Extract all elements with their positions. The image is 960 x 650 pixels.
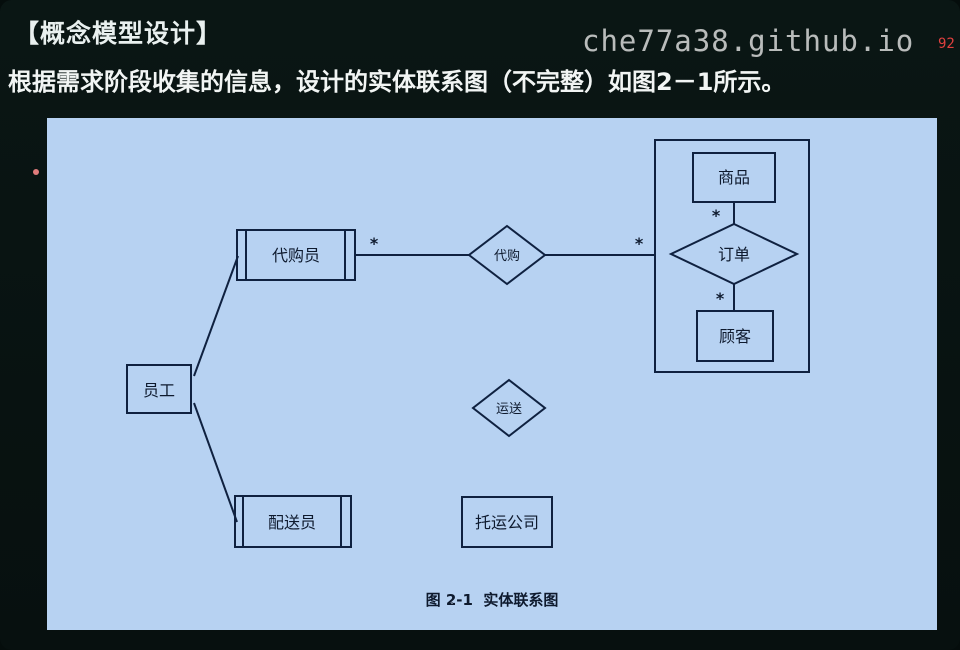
relationship-order: 订单 xyxy=(668,222,800,286)
line-employee-agent xyxy=(193,255,239,377)
entity-product-label: 商品 xyxy=(718,168,750,187)
entity-purchasing-agent-label: 代购员 xyxy=(272,246,320,265)
aggregation-box xyxy=(654,139,810,373)
entity-shipping-company-label: 托运公司 xyxy=(475,513,539,532)
er-diagram-canvas: 员工 代购员 配送员 代购 商品 订单 xyxy=(47,118,937,630)
entity-employee: 员工 xyxy=(126,364,192,414)
diagram-caption: 图 2-1 实体联系图 xyxy=(426,591,559,609)
section-title: 【概念模型设计】 xyxy=(14,19,223,48)
entity-employee-label: 员工 xyxy=(143,381,175,400)
cardinality-order-customer: * xyxy=(716,289,725,308)
entity-product: 商品 xyxy=(692,152,776,203)
stray-dot xyxy=(451,602,453,604)
watermark-suffix: 92 xyxy=(938,36,955,52)
bullet-dot xyxy=(33,169,39,175)
entity-delivery-staff-label: 配送员 xyxy=(268,513,316,532)
cardinality-product-order: * xyxy=(712,206,721,225)
cardinality-agent-purchase: * xyxy=(370,234,379,253)
relationship-order-label: 订单 xyxy=(718,245,750,264)
line-employee-delivery xyxy=(193,402,238,523)
entity-customer-label: 顾客 xyxy=(719,327,751,346)
relationship-transport: 运送 xyxy=(471,378,547,438)
entity-customer: 顾客 xyxy=(696,310,774,362)
entity-purchasing-agent: 代购员 xyxy=(236,229,356,281)
watermark: che77a38.github.io xyxy=(582,24,915,58)
er-diagram: 员工 代购员 配送员 代购 商品 订单 xyxy=(126,139,810,609)
cardinality-purchase-aggregate: * xyxy=(635,234,644,253)
relationship-purchase-label: 代购 xyxy=(494,248,520,264)
intro-text: 根据需求阶段收集的信息，设计的实体联系图（不完整）如图2－1所示。 xyxy=(8,68,786,96)
relationship-purchase: 代购 xyxy=(467,224,547,286)
entity-delivery-staff: 配送员 xyxy=(234,495,352,548)
entity-shipping-company: 托运公司 xyxy=(461,496,553,548)
relationship-transport-label: 运送 xyxy=(496,402,522,417)
